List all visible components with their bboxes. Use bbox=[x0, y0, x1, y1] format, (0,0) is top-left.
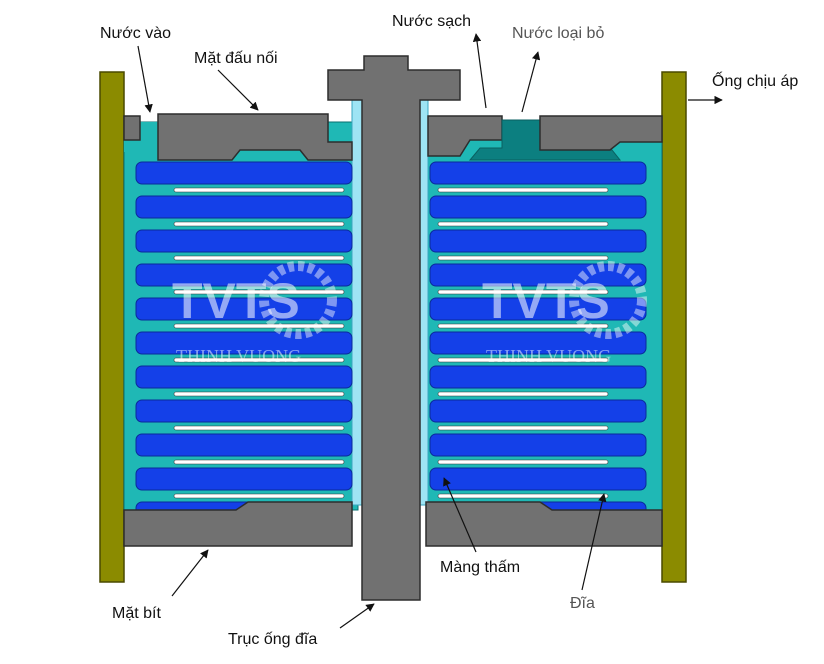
disc bbox=[429, 161, 647, 185]
membrane bbox=[437, 357, 609, 363]
membrane bbox=[173, 323, 345, 329]
top-flange-right-outer bbox=[539, 115, 663, 151]
disc bbox=[429, 399, 647, 423]
label-end-face: Mặt đấu nối bbox=[194, 50, 278, 67]
disc bbox=[135, 433, 353, 457]
watermark-name-left: THINH VUONG bbox=[176, 346, 301, 366]
disc bbox=[135, 297, 353, 321]
arrow-membrane bbox=[443, 477, 477, 553]
membrane bbox=[437, 425, 609, 431]
arrow-clean-water bbox=[472, 33, 487, 109]
disc bbox=[135, 467, 353, 491]
disc bbox=[429, 263, 647, 287]
disc bbox=[135, 365, 353, 389]
arrow-seal-face bbox=[171, 549, 209, 597]
disc bbox=[135, 161, 353, 185]
label-pressure-tube: Ống chịu áp bbox=[712, 70, 798, 90]
top-flange-left bbox=[157, 113, 353, 161]
disc bbox=[429, 331, 647, 355]
disc bbox=[429, 297, 647, 321]
disc bbox=[135, 195, 353, 219]
disc bbox=[135, 263, 353, 287]
membrane bbox=[173, 391, 345, 397]
membrane bbox=[173, 221, 345, 227]
label-disc: Đĩa bbox=[570, 595, 595, 612]
membrane bbox=[437, 221, 609, 227]
arrow-water-in bbox=[137, 45, 153, 113]
arrow-disc-shaft bbox=[339, 603, 375, 629]
watermark-right: TVTS THINH VUONG bbox=[482, 261, 647, 366]
membrane bbox=[437, 323, 609, 329]
membrane bbox=[437, 459, 609, 465]
disc-stack-right bbox=[429, 161, 647, 525]
arrow-reject-water bbox=[521, 51, 541, 113]
membrane bbox=[173, 255, 345, 261]
membrane bbox=[173, 357, 345, 363]
membrane bbox=[437, 493, 609, 499]
arrow-end-face bbox=[217, 69, 259, 111]
disc bbox=[429, 467, 647, 491]
watermark-logo-right: TVTS bbox=[482, 273, 610, 329]
watermark-logo-left: TVTS bbox=[172, 273, 300, 329]
disc bbox=[135, 331, 353, 355]
disc bbox=[429, 365, 647, 389]
membrane bbox=[437, 187, 609, 193]
membrane bbox=[437, 289, 609, 295]
label-disc-shaft: Trục ống đĩa bbox=[228, 631, 317, 648]
disc bbox=[135, 229, 353, 253]
pressure-tube-left-wall bbox=[99, 71, 125, 583]
watermark-gear-icon bbox=[259, 261, 337, 339]
bottom-flange-right bbox=[425, 501, 663, 547]
label-clean-water: Nước sạch bbox=[392, 13, 471, 30]
disc bbox=[135, 399, 353, 423]
arrow-disc bbox=[581, 493, 607, 591]
bottom-flange-left bbox=[123, 501, 353, 547]
membrane bbox=[173, 493, 345, 499]
membrane bbox=[173, 425, 345, 431]
membrane bbox=[173, 289, 345, 295]
pressure-tube-right-wall bbox=[661, 71, 687, 583]
top-flange-left-nub bbox=[123, 115, 141, 141]
membrane bbox=[173, 187, 345, 193]
membrane bbox=[173, 459, 345, 465]
watermark-gear-icon bbox=[569, 261, 647, 339]
disc bbox=[429, 433, 647, 457]
label-reject-water: Nước loại bỏ bbox=[512, 25, 604, 42]
label-water-in: Nước vào bbox=[100, 25, 171, 42]
leader-lines bbox=[137, 33, 723, 629]
disc bbox=[429, 229, 647, 253]
membrane bbox=[437, 391, 609, 397]
watermark-left: TVTS THINH VUONG bbox=[172, 261, 337, 366]
disc-stack-left bbox=[135, 161, 353, 525]
membrane bbox=[437, 255, 609, 261]
watermark-name-right: THINH VUONG bbox=[486, 346, 611, 366]
label-membrane: Màng thấm bbox=[440, 559, 520, 576]
label-seal-face: Mặt bít bbox=[112, 605, 161, 622]
top-flange-right bbox=[427, 115, 503, 157]
disc bbox=[429, 195, 647, 219]
disc-shaft bbox=[327, 55, 461, 601]
